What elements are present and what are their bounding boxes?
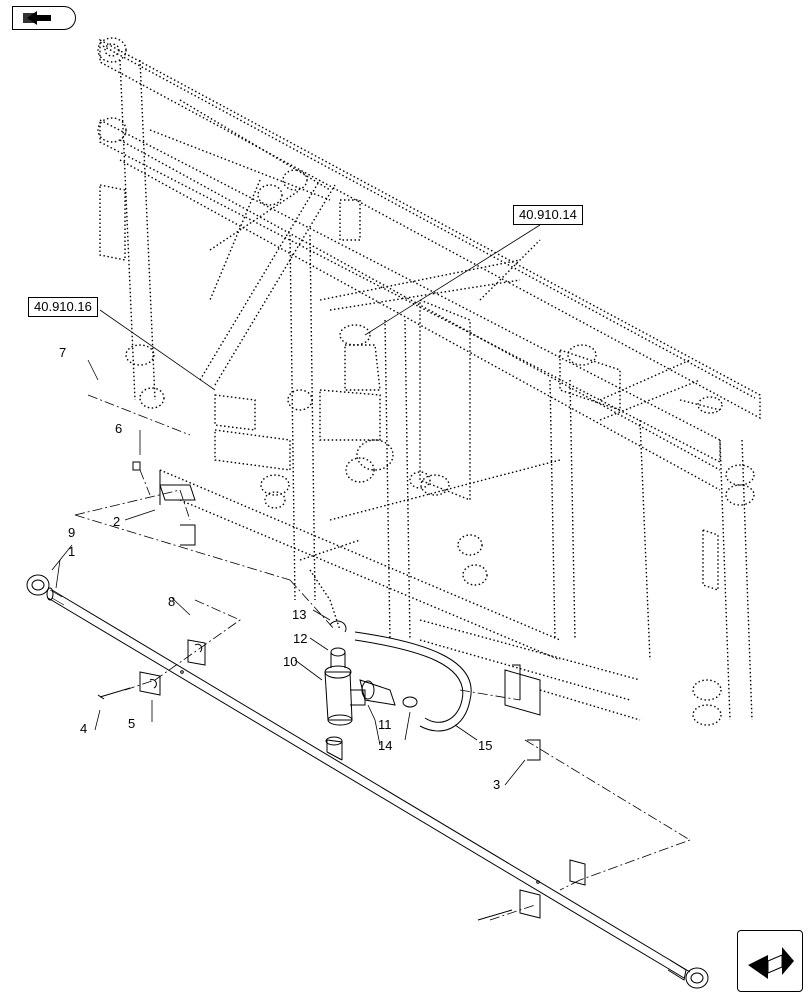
spray-pipe: [26, 574, 709, 989]
callout-12: 12: [293, 631, 308, 646]
valve-assembly: [214, 169, 723, 631]
callout-3: 3: [493, 777, 501, 792]
leader-lines: [74, 394, 691, 921]
callout-9: 9: [68, 525, 76, 540]
callout-13: 13: [292, 607, 307, 622]
boom-frame: [97, 37, 761, 726]
back-arrow-icon[interactable]: [12, 6, 76, 30]
callout-6: 6: [115, 421, 123, 436]
reference-link-40-910-16[interactable]: 40.910.16: [28, 297, 98, 317]
reference-link-40-910-14[interactable]: 40.910.14: [513, 205, 583, 225]
next-page-arrow-icon[interactable]: [737, 930, 803, 992]
callout-4: 4: [80, 721, 88, 736]
callout-5: 5: [128, 716, 136, 731]
callout-10: 10: [283, 654, 298, 669]
callout-1: 1: [68, 544, 76, 559]
callout-leaders: [51, 224, 541, 786]
fitting-parts: [324, 620, 472, 732]
callout-11: 11: [378, 717, 392, 732]
callout-2: 2: [113, 514, 121, 529]
callout-8: 8: [168, 594, 176, 609]
callout-14: 14: [378, 738, 393, 753]
callout-15: 15: [478, 738, 493, 753]
callout-7: 7: [59, 345, 67, 360]
clamp-parts: [97, 461, 586, 921]
